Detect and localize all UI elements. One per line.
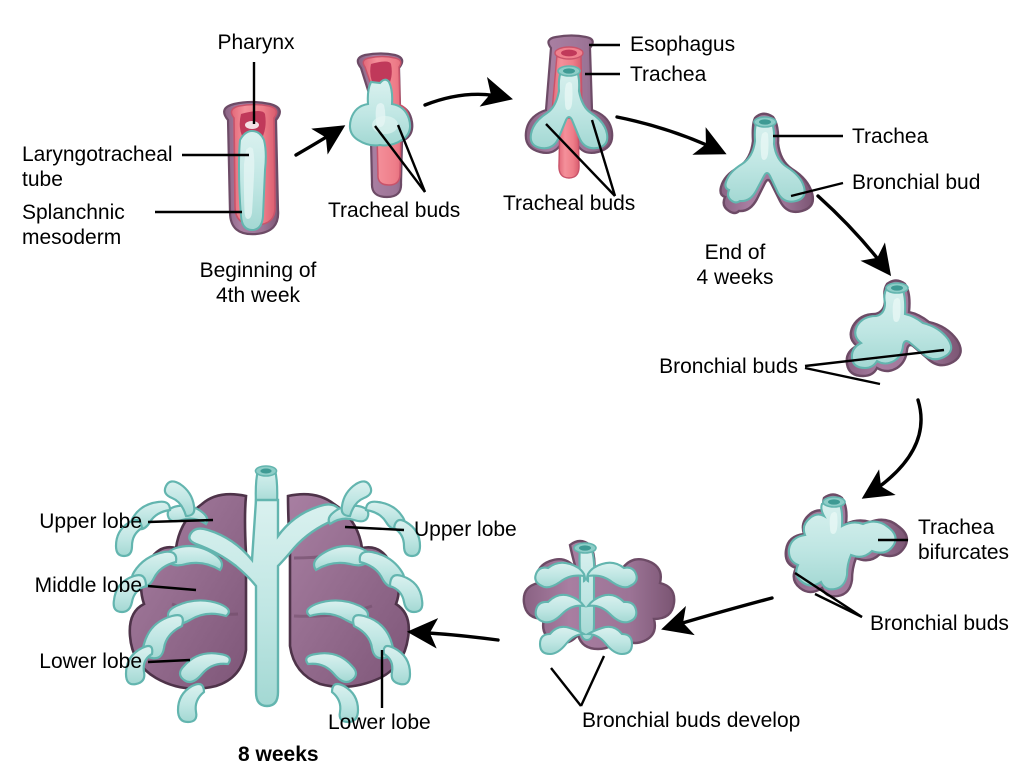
label-laryngotracheal-tube-text: Laryngotracheal tube <box>22 143 173 191</box>
label-beginning-4th-week: Beginning of 4th week <box>199 259 317 307</box>
label-trachea-bifurcates: Trachea bifurcates <box>918 516 1010 564</box>
stage-3-trachea-esophagus <box>524 34 614 179</box>
label-bronchial-buds-stage5: Bronchial buds <box>659 355 798 378</box>
leader-lines <box>147 43 945 708</box>
flow-arrows <box>294 76 923 649</box>
leader-bronchial-bud <box>790 181 844 198</box>
label-esophagus: Esophagus <box>630 33 736 56</box>
arrow-stage3-to-stage4 <box>615 115 727 155</box>
leader-tracheal-buds-1a <box>374 125 426 193</box>
label-bronchial-buds-develop: Bronchial buds develop <box>582 709 801 732</box>
leader-bronchial-buds-5a <box>804 348 945 368</box>
leader-bronchial-buds-develop-b <box>579 655 606 707</box>
label-upper-lobe-right: Upper lobe <box>414 518 517 541</box>
leader-middle-lobe-left <box>147 584 197 592</box>
label-8-weeks: 8 weeks <box>238 743 319 766</box>
leader-bronchial-buds-5b <box>804 366 881 386</box>
leader-tracheal-buds-2b <box>590 119 617 197</box>
leader-tracheal-buds-2a <box>545 123 616 197</box>
leader-lower-lobe-left <box>147 658 191 664</box>
stage-7-bronchial-buds-develop <box>522 539 676 656</box>
label-tracheal-buds-2: Tracheal buds <box>503 192 636 215</box>
label-lower-lobe-right: Lower lobe <box>328 711 431 734</box>
arrow-stage6-to-stage7 <box>661 596 774 636</box>
stage-2-tracheal-buds <box>348 52 414 199</box>
arrow-stage2-to-stage3 <box>423 76 513 107</box>
label-pharynx: Pharynx <box>217 31 295 54</box>
stage-5-bronchial-buds <box>845 279 962 378</box>
arrow-stage4-to-stage5 <box>816 194 892 277</box>
label-upper-lobe-left: Upper lobe <box>39 510 142 533</box>
label-end-of-4-weeks: End of 4 weeks <box>696 241 774 289</box>
label-laryngotracheal-tube: Laryngotracheal tube <box>0 142 182 192</box>
arrow-stage5-to-stage6 <box>861 398 923 499</box>
stage-1-laryngotracheal-tube <box>223 100 281 236</box>
leader-upper-lobe-right <box>344 525 405 532</box>
label-tracheal-buds-1: Tracheal buds <box>328 199 461 222</box>
arrow-stage1-to-stage2 <box>294 125 346 157</box>
leader-bronchial-buds-6a <box>794 571 863 619</box>
label-bronchial-bud: Bronchial bud <box>852 171 981 194</box>
label-trachea-stage4: Trachea <box>852 125 929 148</box>
label-middle-lobe-left: Middle lobe <box>34 574 142 597</box>
leader-bronchial-buds-develop-a <box>550 667 582 707</box>
leader-bronchial-buds-6b <box>814 592 863 619</box>
stage-4-end-of-4-weeks <box>719 112 815 215</box>
label-lower-lobe-left: Lower lobe <box>39 650 142 673</box>
arrow-stage7-to-stage8 <box>406 617 500 649</box>
leader-tracheal-buds-1b <box>396 124 427 193</box>
stage-6-trachea-bifurcates <box>784 493 909 598</box>
label-trachea-top: Trachea <box>630 63 707 86</box>
label-bronchial-buds-stage6: Bronchial buds <box>870 612 1009 635</box>
stage-8-lungs-8-weeks <box>112 465 424 724</box>
label-splanchnic-mesoderm: Splanchnic mesoderm <box>22 201 125 249</box>
leader-upper-lobe-left <box>147 518 214 524</box>
